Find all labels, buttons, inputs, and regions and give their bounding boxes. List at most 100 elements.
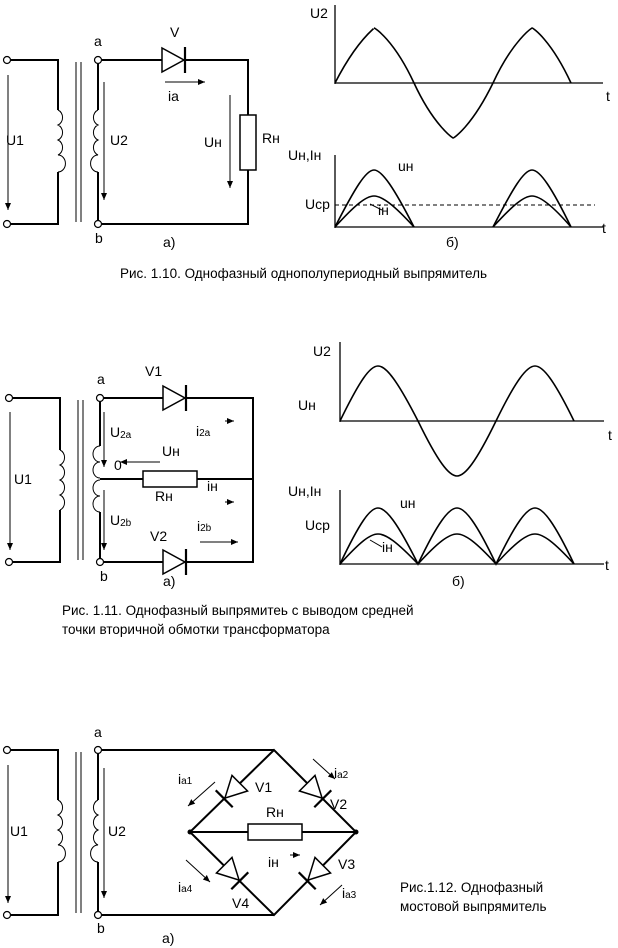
terminal-a-label: a bbox=[97, 371, 105, 387]
input-terminal-top bbox=[4, 393, 14, 403]
diode-v3 bbox=[297, 856, 332, 891]
ia1-arrow bbox=[187, 781, 216, 807]
u2-label: U2 bbox=[108, 823, 126, 839]
input-terminal-top bbox=[2, 745, 12, 755]
input-terminal-bottom bbox=[2, 219, 12, 229]
un-curve-label: uн bbox=[398, 158, 414, 174]
plot-bottom-t-label: t bbox=[605, 557, 609, 573]
load-resistor bbox=[239, 114, 257, 171]
ia2-arrow bbox=[312, 758, 336, 780]
load-resistor bbox=[142, 470, 198, 488]
node-right bbox=[353, 829, 359, 835]
figure-1-11: U1 a b 0 U2a U2b V1 V2 i2a i2b Uн Rн iн … bbox=[4, 342, 612, 637]
i2b-label: i2b bbox=[197, 518, 212, 534]
diode-v1 bbox=[214, 774, 249, 809]
input-terminal-bottom bbox=[2, 910, 12, 920]
u1-label: U1 bbox=[6, 132, 24, 148]
fig110-circuit: U1 U2 a b V ia Uн Rн а) bbox=[2, 24, 280, 250]
in-curve bbox=[334, 195, 572, 228]
terminal-a bbox=[95, 393, 105, 403]
fig112-caption-line1: Рис.1.12. Однофазный bbox=[400, 880, 543, 895]
terminal-b bbox=[93, 219, 103, 229]
terminal-b bbox=[95, 557, 105, 567]
un-curve-label: uн bbox=[400, 495, 416, 511]
terminal-a-label: a bbox=[94, 724, 102, 740]
terminal-b bbox=[93, 910, 103, 920]
secondary-winding bbox=[92, 445, 101, 513]
diode-v1-label: V1 bbox=[145, 363, 162, 379]
resistor-label: Rн bbox=[262, 130, 280, 146]
terminal-0-label: 0 bbox=[114, 457, 122, 473]
primary-wire bbox=[11, 59, 59, 225]
secondary-winding bbox=[90, 799, 100, 863]
fig110-plots: U2 t Uн,Iн uн iн Ucp t б) bbox=[288, 5, 610, 250]
fig112-circuit: U1 U2 a b V1 V2 V3 V4 ia1 ia2 ia3 ia4 Rн… bbox=[2, 724, 359, 946]
terminal-a bbox=[93, 745, 103, 755]
fig111-caption-line1: Рис. 1.11. Однофазный выпрямитеь с вывод… bbox=[62, 603, 414, 618]
diode-v bbox=[161, 46, 186, 74]
u2b-label: U2b bbox=[110, 512, 132, 529]
in-curve bbox=[339, 533, 575, 566]
ia3-label: ia3 bbox=[342, 885, 357, 901]
load-current-label: iн bbox=[207, 478, 218, 494]
terminal-b-label: b bbox=[95, 230, 103, 246]
output-wire bbox=[102, 59, 249, 225]
ia3-arrow bbox=[319, 884, 343, 906]
plot-top-t-label: t bbox=[606, 88, 610, 104]
part-a-label: а) bbox=[163, 573, 175, 589]
bridge-diamond bbox=[188, 748, 358, 917]
diode-v4-label: V4 bbox=[232, 895, 249, 911]
terminal-a-label: a bbox=[94, 33, 102, 49]
fig110-caption: Рис. 1.10. Однофазный однополупериодный … bbox=[120, 266, 487, 281]
terminal-a bbox=[93, 55, 103, 65]
ia4-arrow bbox=[185, 859, 211, 883]
fig111-caption-line2: точки вторичной обмотки трансформатора bbox=[62, 622, 330, 637]
avg-label: Ucp bbox=[305, 196, 330, 212]
bridge-feed-wire bbox=[102, 749, 274, 916]
part-b-label: б) bbox=[452, 573, 465, 589]
in-curve-label: iн bbox=[382, 539, 393, 555]
part-a-label: а) bbox=[163, 234, 175, 250]
u2a-label: U2a bbox=[110, 424, 132, 441]
diode-v1-label: V1 bbox=[255, 779, 272, 795]
primary-wire bbox=[11, 749, 59, 916]
diode-v3-label: V3 bbox=[338, 856, 355, 872]
current-ia-label: ia bbox=[168, 88, 179, 104]
part-a-label: а) bbox=[162, 930, 174, 946]
fig111-circuit: U1 a b 0 U2a U2b V1 V2 i2a i2b Uн Rн iн … bbox=[4, 363, 254, 589]
diode-v1 bbox=[162, 384, 187, 412]
u2-label: U2 bbox=[110, 132, 128, 148]
plot-top-y-label: U2 bbox=[310, 5, 328, 21]
i2a-label: i2a bbox=[196, 423, 211, 439]
figure-1-10: U1 U2 a b V ia Uн Rн а) U2 t Uн,Iн uн iн… bbox=[2, 5, 610, 281]
primary-winding bbox=[58, 449, 66, 511]
figure-1-12: U1 U2 a b V1 V2 V3 V4 ia1 ia2 ia3 ia4 Rн… bbox=[2, 724, 547, 946]
avg-label: Ucp bbox=[305, 517, 330, 533]
load-resistor bbox=[247, 823, 303, 841]
input-terminal-top bbox=[2, 55, 12, 65]
diode-v4 bbox=[215, 856, 250, 891]
u1-label: U1 bbox=[14, 471, 32, 487]
u2-sine-curve bbox=[339, 365, 575, 477]
plot-bottom-y-label: Uн,Iн bbox=[288, 483, 321, 499]
ia4-label: ia4 bbox=[178, 879, 193, 895]
primary-winding bbox=[56, 109, 66, 173]
secondary-winding bbox=[90, 109, 100, 173]
resistor-label: Rн bbox=[155, 488, 173, 504]
ia2-label: ia2 bbox=[334, 765, 349, 781]
primary-winding bbox=[56, 799, 66, 863]
load-voltage-label: Uн bbox=[204, 134, 222, 150]
in-leader bbox=[369, 539, 383, 548]
part-b-label: б) bbox=[446, 234, 459, 250]
u2-sine-curve bbox=[334, 27, 572, 139]
fig111-plots: U2 Uн t Uн,Iн uн iн Ucp t б) bbox=[288, 342, 612, 589]
diode-v2-label: V2 bbox=[330, 796, 347, 812]
primary-wire bbox=[13, 397, 61, 563]
diode-v2 bbox=[162, 548, 187, 576]
terminal-b-label: b bbox=[97, 920, 105, 936]
load-current-label: iн bbox=[268, 854, 279, 870]
plot-top-y-label-2: Uн bbox=[298, 397, 316, 413]
node-left bbox=[187, 829, 193, 835]
load-voltage-label: Uн bbox=[162, 443, 180, 459]
input-terminal-bottom bbox=[4, 557, 14, 567]
